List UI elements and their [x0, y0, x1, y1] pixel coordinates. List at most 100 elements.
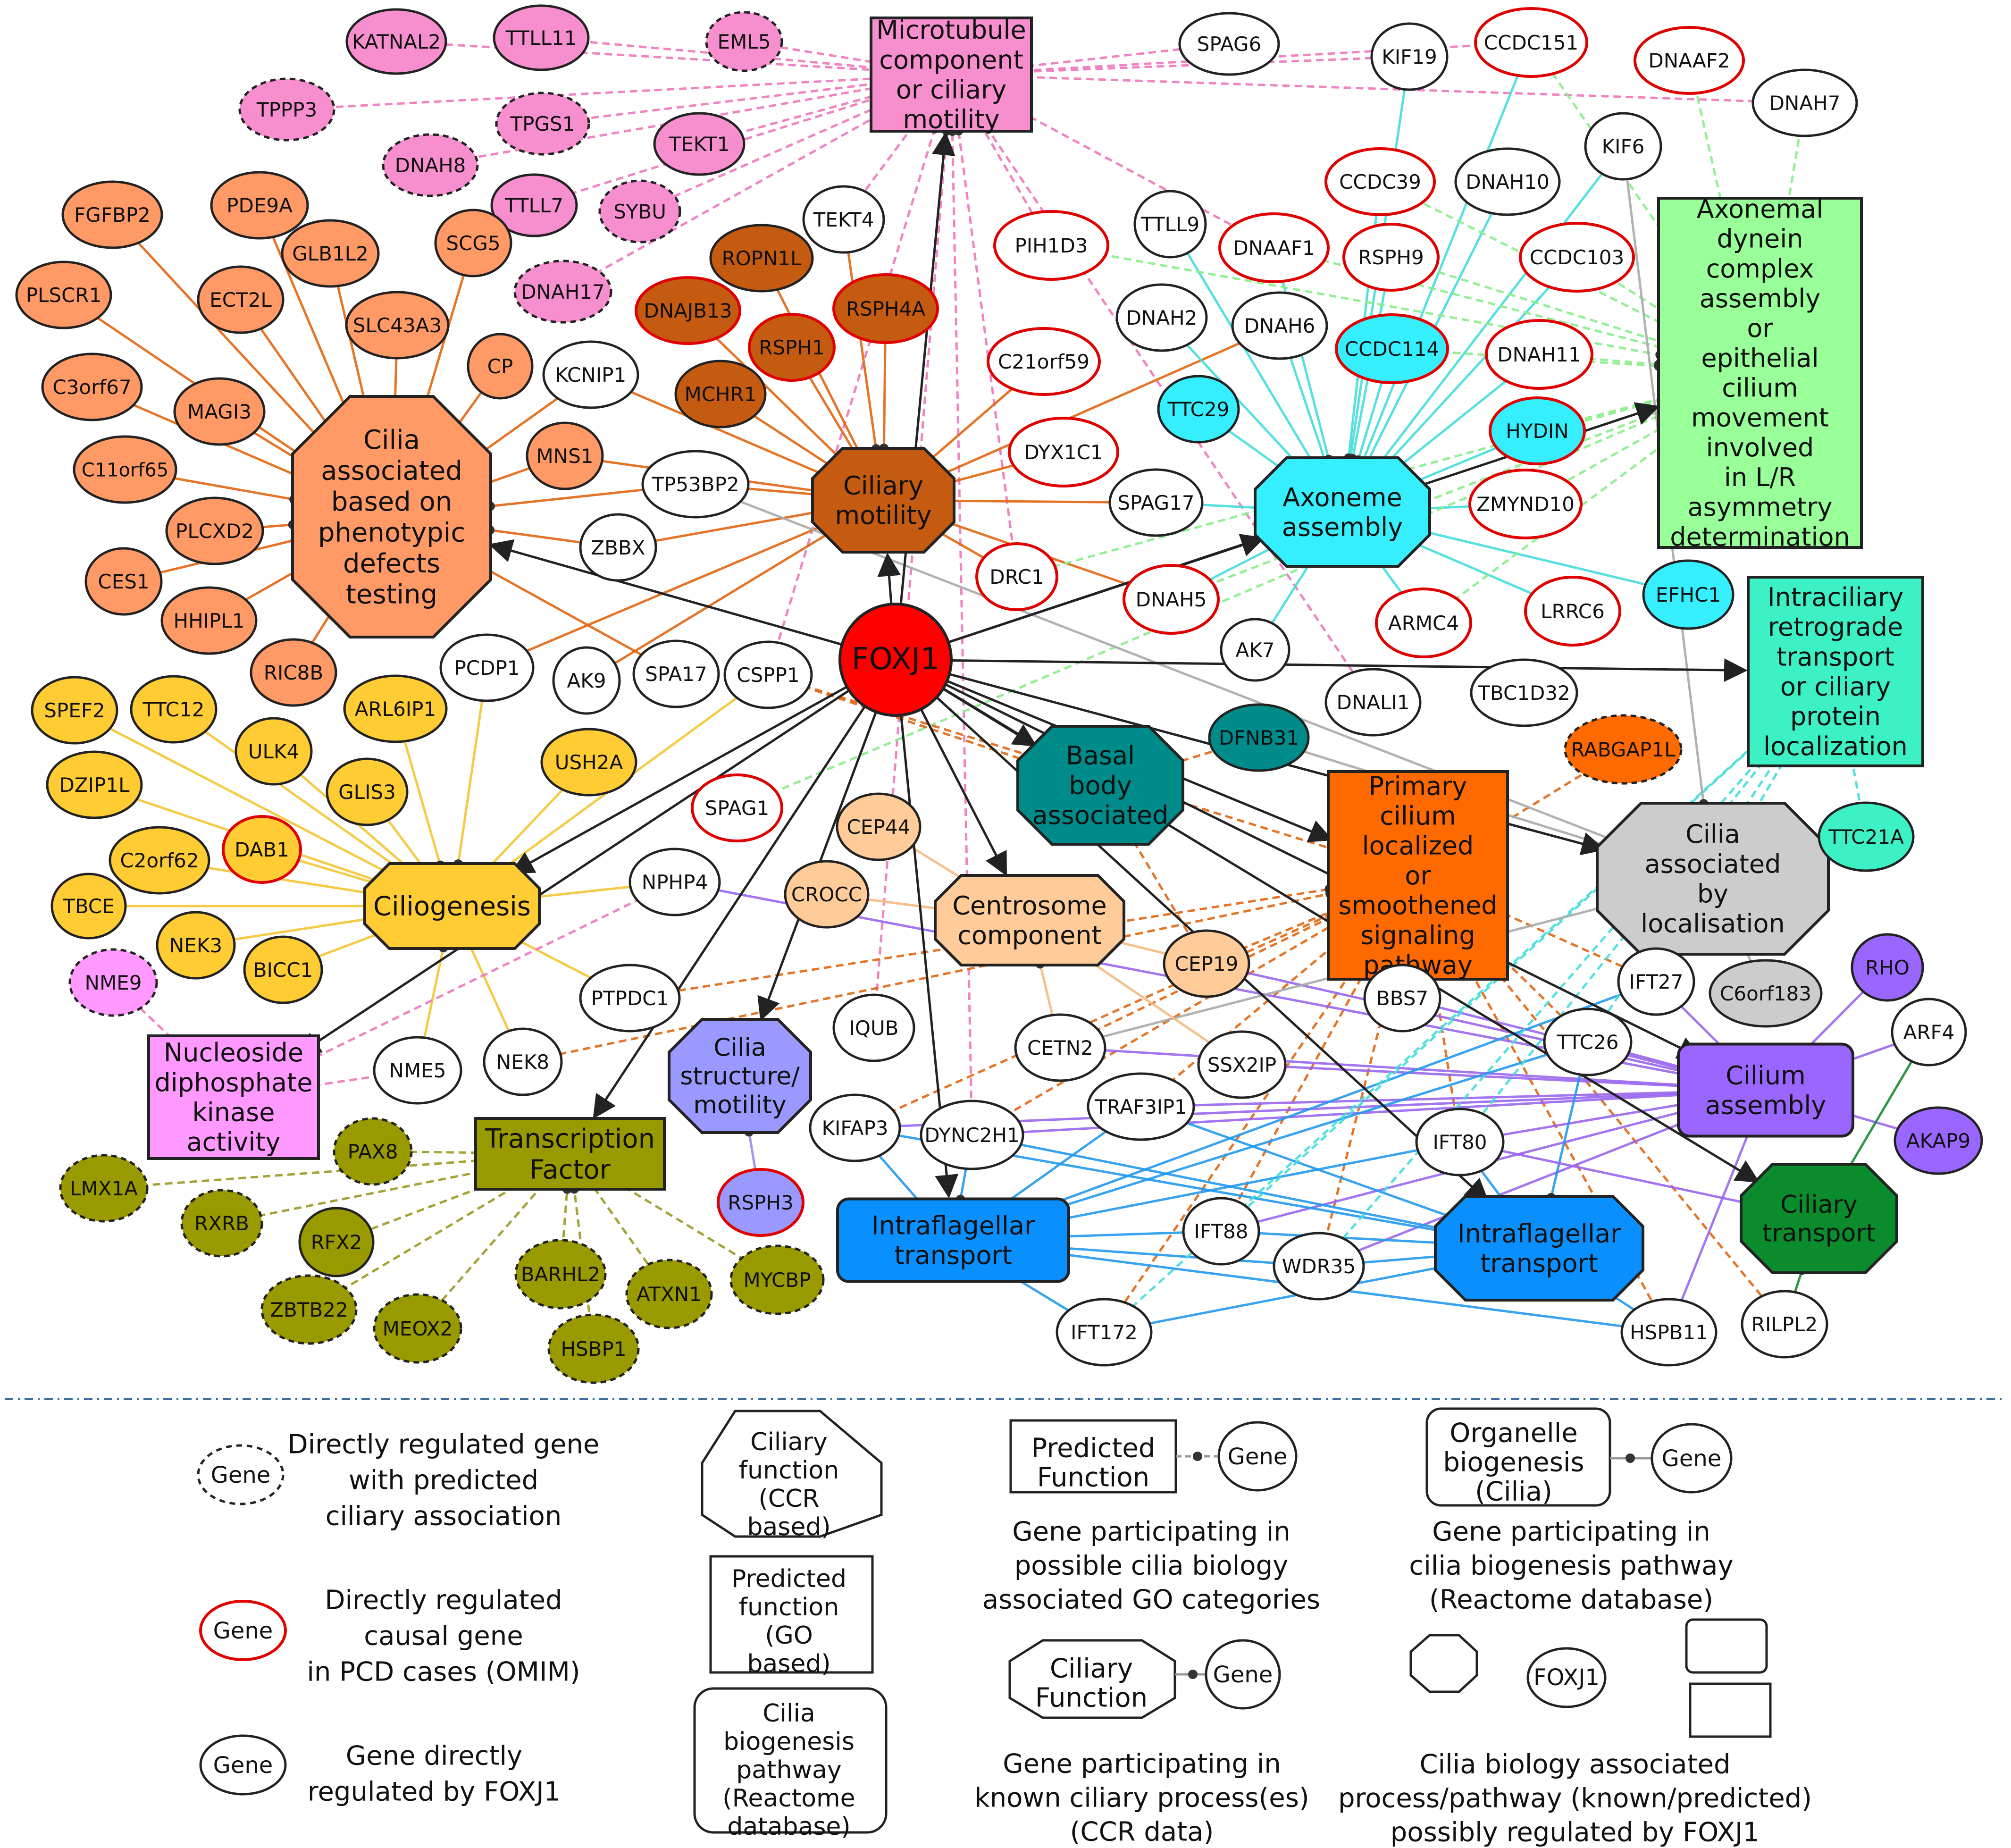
gene-wdr35[interactable]: WDR35: [1273, 1232, 1365, 1301]
gene-dnah5[interactable]: DNAH5: [1123, 564, 1220, 635]
gene-dnah10[interactable]: DNAH10: [1454, 147, 1561, 216]
gene-iqub[interactable]: IQUB: [832, 993, 915, 1062]
gene-c21orf59[interactable]: C21orf59: [987, 327, 1101, 396]
gene-ttc21a[interactable]: TTC21A: [1818, 801, 1915, 872]
gene-pcdp1[interactable]: PCDP1: [439, 633, 535, 702]
gene-ttll11[interactable]: TTLL11: [493, 4, 590, 71]
gene-ush2a[interactable]: USH2A: [540, 728, 637, 797]
gene-ssx2ip[interactable]: SSX2IP: [1197, 1030, 1287, 1099]
gene-kif19[interactable]: KIF19: [1370, 22, 1449, 91]
gene-tp53bp2[interactable]: TP53BP2: [641, 450, 750, 519]
gene-c3orf67[interactable]: C3orf67: [41, 353, 143, 421]
gene-ttc29[interactable]: TTC29: [1157, 375, 1240, 444]
gene-magi3[interactable]: MAGI3: [173, 377, 266, 446]
gene-pax8[interactable]: PAX8: [333, 1117, 413, 1186]
gene-dnah17[interactable]: DNAH17: [513, 260, 612, 324]
gene-arf4[interactable]: ARF4: [1891, 998, 1967, 1067]
gene-glb1l2[interactable]: GLB1L2: [281, 219, 380, 288]
gene-ccdc151[interactable]: CCDC151: [1474, 7, 1588, 78]
gene-dyx1c1[interactable]: DYX1C1: [1008, 417, 1119, 487]
gene-kif6[interactable]: KIF6: [1584, 112, 1662, 181]
gene-ttll9[interactable]: TTLL9: [1133, 190, 1207, 259]
gene-dzip1l[interactable]: DZIP1L: [46, 750, 143, 819]
gene-rilpl2[interactable]: RILPL2: [1741, 1290, 1828, 1359]
gene-sybu[interactable]: SYBU: [598, 179, 681, 244]
gene-plcxd2[interactable]: PLCXD2: [165, 496, 264, 565]
gene-dnah11[interactable]: DNAH11: [1485, 319, 1593, 390]
gene-tppp3[interactable]: TPPP3: [238, 77, 335, 142]
gene-atxn1[interactable]: ATXN1: [625, 1259, 713, 1329]
gene-kifap3[interactable]: KIFAP3: [809, 1093, 901, 1162]
gene-cp[interactable]: CP: [467, 333, 534, 400]
gene-ttc12[interactable]: TTC12: [130, 675, 218, 744]
gene-ect2l[interactable]: ECT2L: [197, 265, 285, 334]
gene-zbtb22[interactable]: ZBTB22: [260, 1274, 358, 1345]
gene-tekt4[interactable]: TEKT4: [802, 185, 885, 254]
gene-hydin[interactable]: HYDIN: [1489, 396, 1586, 465]
gene-spef2[interactable]: SPEF2: [31, 676, 118, 745]
gene-mycbp[interactable]: MYCBP: [729, 1244, 825, 1315]
gene-kcnip1[interactable]: KCNIP1: [542, 340, 639, 409]
gene-dfnb31[interactable]: DFNB31: [1208, 703, 1310, 772]
gene-rsph4a[interactable]: RSPH4A: [832, 273, 939, 344]
gene-rxrb[interactable]: RXRB: [180, 1189, 263, 1258]
gene-hsbp1[interactable]: HSBP1: [547, 1313, 640, 1384]
gene-spag1[interactable]: SPAG1: [691, 773, 783, 842]
gene-drc1[interactable]: DRC1: [975, 542, 1058, 611]
gene-rsph1[interactable]: RSPH1: [748, 313, 836, 382]
gene-spag6[interactable]: SPAG6: [1178, 12, 1280, 76]
gene-dnaaf2[interactable]: DNAAF2: [1634, 26, 1745, 95]
gene-ropn1l[interactable]: ROPN1L: [709, 224, 814, 293]
gene-ccdc39[interactable]: CCDC39: [1324, 147, 1436, 216]
gene-ift88[interactable]: IFT88: [1182, 1197, 1260, 1266]
gene-cspp1[interactable]: CSPP1: [723, 640, 813, 709]
gene-efhc1[interactable]: EFHC1: [1642, 559, 1734, 630]
hub-ciliogenesis[interactable]: Ciliogenesis: [363, 862, 541, 950]
gene-tpgs1[interactable]: TPGS1: [495, 92, 590, 156]
gene-c2orf62[interactable]: C2orf62: [109, 826, 210, 895]
gene-nek8[interactable]: NEK8: [483, 1027, 563, 1096]
gene-ttll7[interactable]: TTLL7: [490, 173, 578, 237]
gene-c6orf183[interactable]: C6orf183: [1709, 959, 1823, 1028]
gene-zbbx[interactable]: ZBBX: [579, 513, 657, 582]
gene-katnal2[interactable]: KATNAL2: [345, 8, 447, 75]
gene-ift172[interactable]: IFT172: [1056, 1298, 1153, 1367]
gene-rabgap1l[interactable]: RABGAP1L: [1564, 714, 1683, 785]
gene-dab1[interactable]: DAB1: [222, 815, 302, 884]
gene-fgfbp2[interactable]: FGFBP2: [61, 180, 163, 249]
gene-nphp4[interactable]: NPHP4: [628, 848, 721, 916]
gene-ccdc114[interactable]: CCDC114: [1335, 313, 1449, 384]
gene-bbs7[interactable]: BBS7: [1363, 964, 1441, 1033]
gene-nek3[interactable]: NEK3: [156, 911, 236, 980]
gene-tbc1d32[interactable]: TBC1D32: [1470, 658, 1578, 727]
gene-rsph3[interactable]: RSPH3: [717, 1168, 804, 1237]
gene-pih1d3[interactable]: PIH1D3: [993, 210, 1109, 281]
gene-slc43a3[interactable]: SLC43A3: [345, 291, 450, 360]
gene-rho[interactable]: RHO: [1851, 933, 1924, 1002]
gene-hhipl1[interactable]: HHIPL1: [160, 586, 258, 655]
gene-rfx2[interactable]: RFX2: [298, 1207, 375, 1277]
gene-ttc26[interactable]: TTC26: [1543, 1008, 1633, 1076]
gene-akap9[interactable]: AKAP9: [1894, 1106, 1983, 1175]
gene-zmynd10[interactable]: ZMYND10: [1468, 469, 1583, 539]
gene-arl6ip1[interactable]: ARL6IP1: [343, 674, 448, 743]
gene-glis3[interactable]: GLIS3: [326, 757, 409, 826]
gene-ptpdc1[interactable]: PTPDC1: [579, 964, 681, 1033]
gene-barhl2[interactable]: BARHL2: [514, 1239, 607, 1310]
gene-ulk4[interactable]: ULK4: [235, 717, 313, 786]
gene-dnah2[interactable]: DNAH2: [1115, 283, 1208, 352]
gene-dnaaf1[interactable]: DNAAF1: [1218, 212, 1330, 283]
